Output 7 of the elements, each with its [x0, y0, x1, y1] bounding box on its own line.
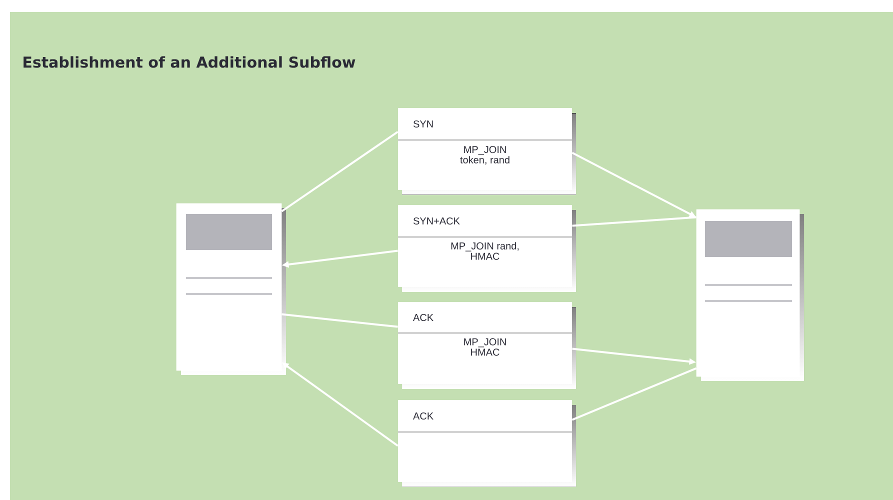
packet-box: SYN MP_JOIN token, rand [398, 108, 576, 195]
title: Establishment of an Additional Subflow [24, 56, 356, 68]
packet-box: ACK [398, 400, 576, 487]
device-drawing [176, 203, 286, 375]
device-drawing [696, 209, 804, 381]
packet-box: SYN+ACK MP_JOIN rand, HMAC [398, 205, 576, 292]
packet-box: ACK MP_JOIN HMAC [398, 302, 576, 389]
